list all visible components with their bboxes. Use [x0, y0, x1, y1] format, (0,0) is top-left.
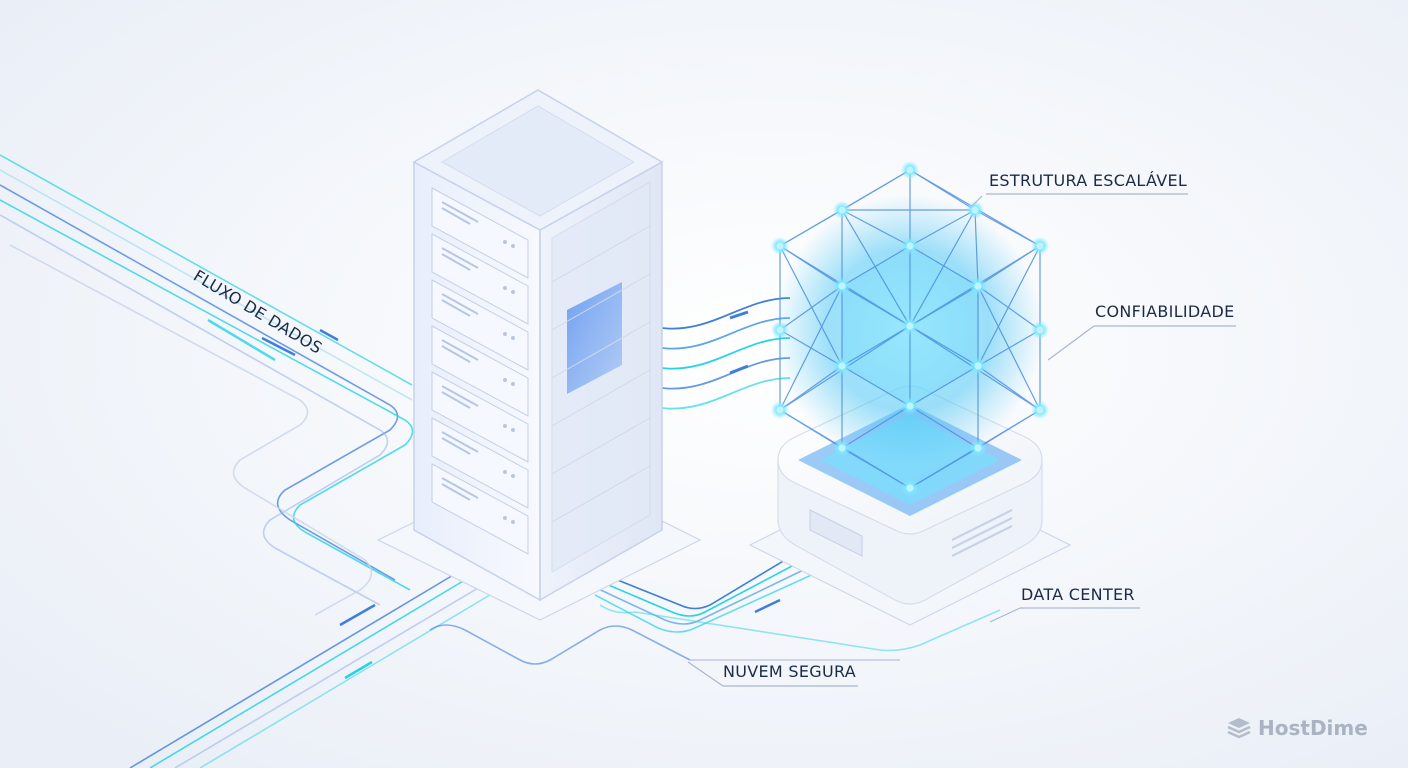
data-flow-lines-bottom — [129, 564, 900, 768]
label-confiabilidade: CONFIABILIDADE — [1095, 302, 1235, 321]
server-rack — [376, 89, 702, 621]
cube-node-markers — [771, 161, 1049, 497]
brand-logo: HostDime — [1226, 716, 1368, 740]
label-data-center: DATA CENTER — [1021, 585, 1135, 604]
label-nuvem-segura: NUVEM SEGURA — [723, 662, 857, 681]
callout-leaders — [687, 193, 1236, 687]
data-flow-lines-to-datacenter — [579, 529, 1001, 652]
label-estrutura-escalavel: ESTRUTURA ESCALÁVEL — [989, 171, 1188, 190]
brand-name: HostDime — [1258, 716, 1368, 740]
scalable-cube-network — [771, 161, 1049, 497]
stacked-layers-icon — [1226, 716, 1252, 740]
data-flow-lines-left — [0, 154, 414, 616]
